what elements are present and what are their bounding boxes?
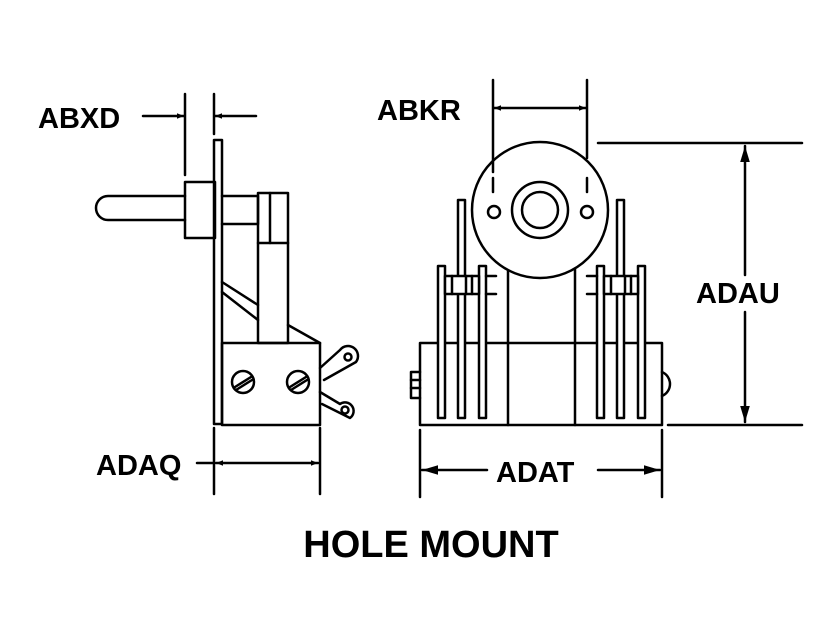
- terminal-upper: [318, 344, 360, 382]
- switch-body: [220, 341, 322, 427]
- label-adaq: ADAQ: [96, 450, 181, 482]
- shaft-collar: [183, 180, 217, 240]
- terminal-lower: [318, 390, 355, 420]
- shaft: [94, 194, 187, 222]
- base-block: [418, 341, 664, 427]
- rotor-disc: [470, 140, 610, 280]
- left-knob: [409, 370, 422, 400]
- screw-left: [230, 369, 256, 395]
- bracket-arm: [220, 194, 260, 226]
- right-knob: [660, 370, 672, 398]
- dimension-abxd: [141, 92, 258, 177]
- label-abxd: ABXD: [38, 103, 120, 135]
- front-view: [409, 140, 672, 427]
- label-adau: ADAU: [696, 278, 780, 310]
- dimension-adaq: [195, 426, 322, 496]
- label-adat: ADAT: [496, 457, 575, 489]
- diagram-caption: HOLE MOUNT: [303, 524, 558, 566]
- side-view: [94, 138, 360, 427]
- screw-right: [285, 369, 311, 395]
- label-abkr: ABKR: [377, 95, 461, 127]
- dimension-abkr: [491, 78, 589, 174]
- dimension-adat: [418, 428, 664, 499]
- bracket-post: [256, 191, 290, 345]
- dimension-adau: [596, 141, 804, 427]
